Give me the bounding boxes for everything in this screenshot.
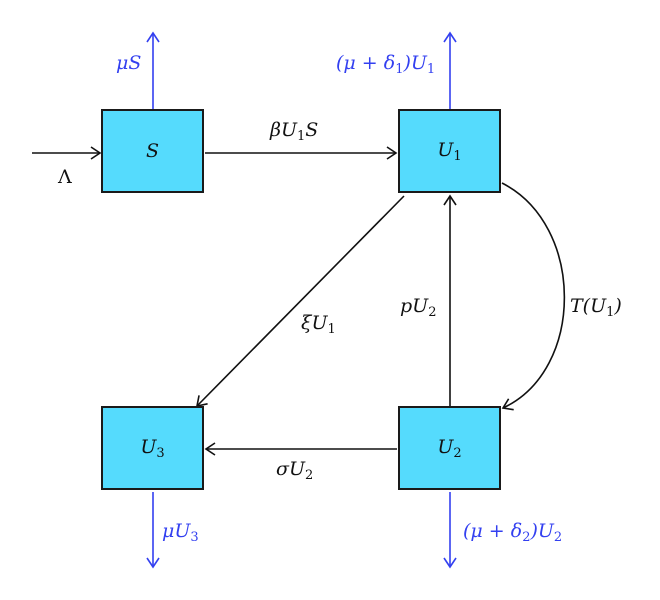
compartment-s: S [101, 109, 204, 193]
death-label-s: μS [116, 52, 142, 74]
xi-label: ξU1 [301, 312, 336, 337]
compartment-u1: U1 [398, 109, 501, 193]
death-label-u3: μU3 [162, 520, 199, 545]
compartment-s-label: S [145, 140, 160, 162]
recruitment-label: Λ [58, 166, 72, 188]
p-label: pU2 [400, 295, 437, 320]
xi-arrow [195, 195, 405, 408]
compartment-u3-label: U3 [140, 435, 165, 461]
compartment-u2-label: U2 [437, 435, 462, 461]
treatment-arrow [501, 182, 566, 411]
compartment-u1-label: U1 [437, 138, 462, 164]
compartment-u2: U2 [398, 406, 501, 490]
infection-label: βU1S [270, 119, 319, 144]
sigma-label: σU2 [276, 458, 314, 483]
treatment-label: T(U1) [570, 295, 622, 320]
death-label-u2: (μ + δ2)U2 [463, 520, 563, 545]
compartment-u3: U3 [101, 406, 204, 490]
death-label-u1: (μ + δ1)U1 [336, 52, 436, 77]
